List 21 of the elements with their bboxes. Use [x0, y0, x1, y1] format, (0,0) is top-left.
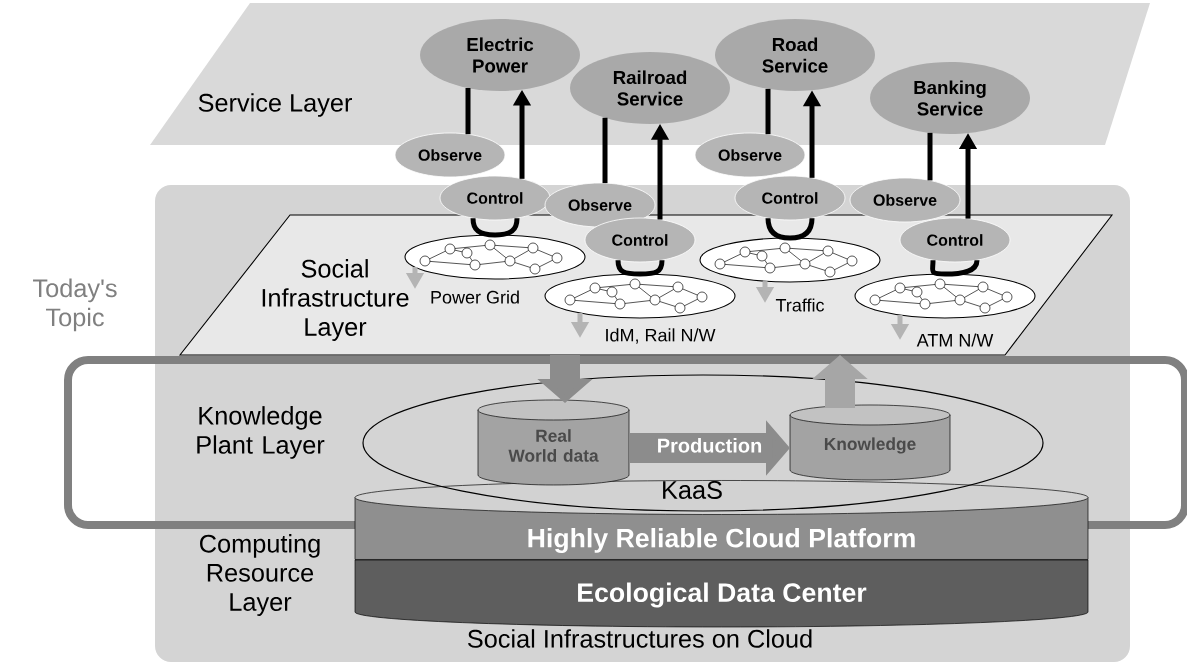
line	[765, 88, 771, 135]
layer-label: Computing Resource Layer	[200, 534, 320, 616]
caption-text: IdM, Rail N/W	[606, 328, 716, 344]
network-drawing	[544, 273, 736, 319]
layer-label: Today's Topic	[33, 278, 117, 332]
cylinder-band: Ecological Data Center	[354, 559, 1089, 628]
caption-text: Traffic	[775, 298, 825, 312]
network-drawing	[404, 234, 586, 280]
edge-label: Production	[658, 438, 762, 453]
line	[602, 117, 608, 184]
line	[927, 132, 933, 181]
caption-text: ATM N/W	[916, 333, 994, 347]
cylinder: Real World data	[477, 399, 630, 486]
curved-line	[615, 260, 641, 277]
curved-line	[930, 260, 946, 277]
line	[465, 88, 471, 135]
network-drawing	[854, 273, 1036, 319]
caption-text: Power Grid	[431, 290, 519, 304]
curved-line	[640, 260, 665, 277]
cylinder: Knowledge	[789, 404, 951, 481]
network-drawing	[699, 237, 881, 283]
